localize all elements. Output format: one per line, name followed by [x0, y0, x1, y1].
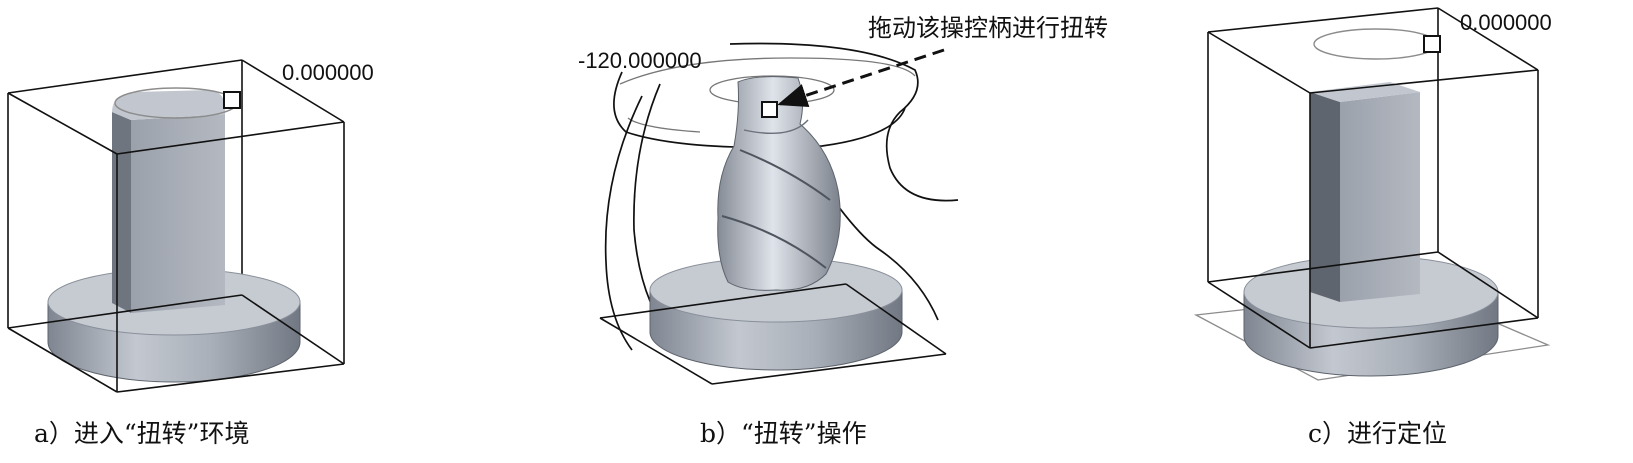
handle-annotation-b: 拖动该操控柄进行扭转: [868, 14, 1108, 42]
bounding-box-front-c: [1207, 7, 1539, 349]
rotation-ring-c: [1313, 28, 1439, 60]
prism-a: [112, 90, 226, 313]
angle-value-c: 0.000000: [1460, 10, 1552, 35]
panel-a: 0.000000 a）进入“扭转”环境: [7, 59, 374, 448]
drag-handle-a[interactable]: [223, 91, 241, 109]
bounding-box-front-a: [7, 59, 345, 393]
angle-value-b: -120.000000: [578, 48, 702, 73]
caption-a: a）进入“扭转”环境: [34, 419, 249, 448]
annotation-arrow-b: [777, 48, 945, 107]
panel-c: 0.000000 c）进行定位: [1193, 7, 1552, 448]
drag-handle-c[interactable]: [1423, 35, 1441, 53]
twisted-solid-b: [717, 76, 841, 291]
panel-b: -120.000000 拖动该操控柄进行扭转 b）“扭转”操作: [578, 14, 1108, 448]
caption-b: b）“扭转”操作: [700, 419, 867, 448]
bounding-box-bottom-b: [599, 283, 947, 385]
drag-handle-b[interactable]: [761, 101, 778, 118]
prism-c: [1310, 82, 1420, 302]
bounding-box-back-a: [7, 59, 243, 295]
caption-c: c）进行定位: [1308, 419, 1447, 448]
angle-value-a: 0.000000: [282, 60, 374, 85]
